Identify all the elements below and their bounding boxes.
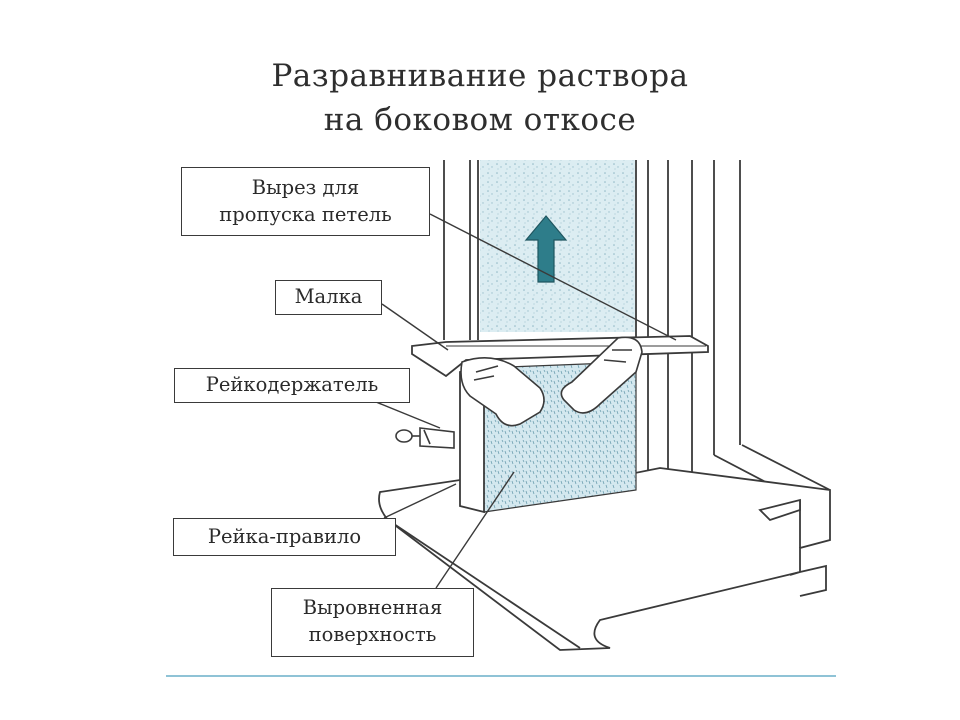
hands — [460, 336, 643, 427]
label-leveled-surface: Выровненная поверхность — [271, 588, 474, 657]
label-surface-line-1: Выровненная — [302, 596, 443, 619]
diagram-title-line-2: на боковом откосе — [323, 102, 637, 138]
glass-pane — [480, 160, 635, 332]
label-rule-slat: Рейка-правило — [173, 518, 396, 556]
label-malka: Малка — [275, 280, 382, 315]
diagram-title-line-1: Разравнивание раствора — [271, 58, 689, 94]
label-cut-for-hinges: Вырез для пропуска петель — [181, 167, 430, 236]
up-arrow-icon — [524, 215, 568, 283]
window-sill — [378, 467, 831, 651]
rail-holder-clamp — [395, 427, 455, 449]
leader-lines — [375, 213, 677, 589]
label-cut-line-2: пропуска петель — [219, 203, 392, 226]
label-surface-line-2: поверхность — [308, 623, 437, 646]
label-cut-line-1: Вырез для — [251, 176, 360, 199]
label-rail-holder: Рейкодержатель — [174, 368, 410, 403]
